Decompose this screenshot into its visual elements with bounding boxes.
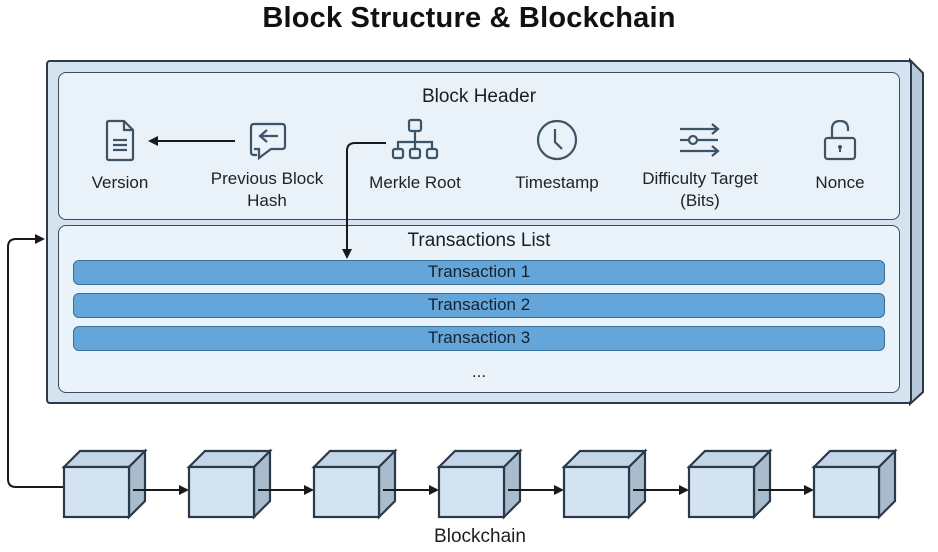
cube-front-face (437, 465, 506, 519)
more-transactions-ellipsis: ... (471, 362, 487, 381)
cube-front-face (312, 465, 381, 519)
chain-block-cube (811, 448, 898, 520)
transactions-title: Transactions List (407, 230, 551, 251)
merkle-root-to-transactions-arrow (342, 142, 386, 259)
field-timestamp: Timestamp (482, 118, 632, 194)
cube-front-face (187, 465, 256, 519)
cube-front-face (62, 465, 131, 519)
field-label: Version (91, 173, 149, 192)
field-label-line2: (Bits) (680, 191, 720, 210)
field-label: Timestamp (515, 173, 599, 192)
cube-front-face (562, 465, 631, 519)
field-nonce: Nonce (765, 118, 915, 194)
field-merkle-root: Merkle Root (340, 118, 490, 194)
cube-front-face (812, 465, 881, 519)
unlocked-padlock-icon (823, 119, 857, 161)
return-arrow-icon (249, 122, 287, 161)
field-label-line1: Difficulty Target (642, 169, 758, 188)
diagram-title: Block Structure & Blockchain (262, 2, 676, 34)
field-label-line2: Hash (247, 191, 287, 210)
chain-block-cube (311, 448, 398, 520)
block-header-panel (58, 72, 900, 220)
field-label: Merkle Root (369, 173, 461, 192)
chain-block-cube (186, 448, 273, 520)
chain-block-cube (61, 448, 148, 520)
sliders-arrows-icon (680, 123, 720, 157)
field-version: Version (45, 118, 195, 194)
field-label: Nonce (815, 173, 865, 192)
transaction-row: Transaction 1 (73, 260, 885, 285)
document-icon (105, 119, 135, 162)
chain-block-cube (436, 448, 523, 520)
transaction-row: Transaction 2 (73, 293, 885, 318)
chain-to-block-arrow (7, 234, 64, 488)
field-label-line1: Previous Block (210, 169, 324, 188)
block-header-title: Block Header (421, 86, 537, 107)
chain-block-cube (561, 448, 648, 520)
tree-hierarchy-icon (391, 118, 439, 160)
transaction-row: Transaction 3 (73, 326, 885, 351)
clock-icon (536, 119, 578, 161)
cube-front-face (687, 465, 756, 519)
chain-block-cube (686, 448, 773, 520)
blockchain-label: Blockchain (434, 526, 526, 547)
field-difficulty-target: Difficulty Target (Bits) (625, 118, 775, 212)
field-previous-block-hash: Previous Block Hash (192, 118, 342, 212)
